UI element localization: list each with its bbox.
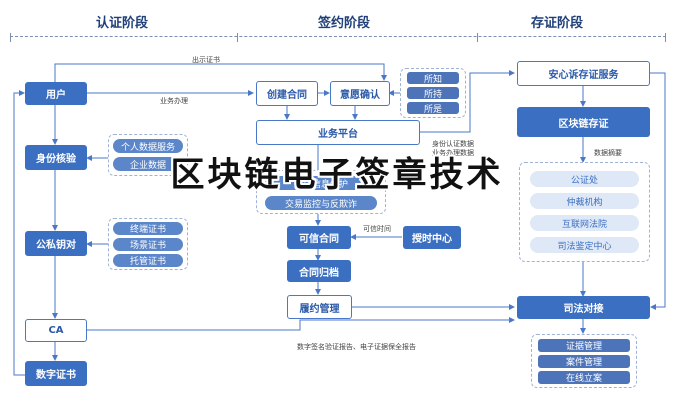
judicial-item: 在线立案 — [538, 371, 630, 384]
user-node: 用户 — [25, 82, 87, 105]
cert-items-group: 终端证书 场景证书 托管证书 — [108, 218, 188, 270]
edge-label-data-digest: 数据摘要 — [594, 149, 622, 157]
blockchain-nodes-group: 公证处 仲裁机构 互联网法院 司法鉴定中心 — [519, 162, 650, 262]
stage-tick — [237, 33, 238, 42]
intent-items-group: 所知 所持 所是 — [400, 68, 466, 118]
blockchain-node-item: 司法鉴定中心 — [530, 237, 639, 253]
archive-node: 合同归档 — [287, 260, 351, 282]
identity-verification-node: 身份核验 — [25, 145, 87, 170]
intent-confirm-node: 意愿确认 — [330, 81, 390, 106]
judicial-items-group: 证据管理 案件管理 在线立案 — [531, 334, 637, 388]
stage-store-title: 存证阶段 — [531, 16, 584, 31]
edge-label-business-handle: 业务办理 — [160, 97, 188, 105]
intent-item: 所是 — [407, 102, 459, 115]
judicial-item: 案件管理 — [538, 355, 630, 368]
edge-label-show-cert: 出示证书 — [192, 56, 220, 64]
blockchain-node-item: 互联网法院 — [530, 215, 639, 231]
judicial-item: 证据管理 — [538, 339, 630, 352]
stage-tick — [477, 33, 478, 42]
intent-item: 所持 — [407, 87, 459, 100]
overlay-banner-title: 区块链电子签章技术 — [170, 155, 504, 195]
edge-label-identity-data: 身份认证数据 — [432, 140, 474, 148]
blockchain-node-item: 公证处 — [530, 171, 639, 187]
identity-item: 个人数据服务 — [113, 139, 183, 153]
performance-node: 履约管理 — [287, 295, 352, 319]
identity-items-group: 个人数据服务 企业数据 — [108, 134, 188, 176]
timestamp-center-node: 授时中心 — [403, 226, 461, 249]
edge-label-report: 数字签名验证报告、电子证据保全报告 — [297, 343, 416, 351]
digital-cert-node: 数字证书 — [25, 361, 87, 386]
identity-item: 企业数据 — [113, 157, 183, 171]
trusted-contract-node: 可信合同 — [287, 226, 351, 249]
platform-item: 交易监控与反欺诈 — [265, 196, 377, 210]
stage-sign-title: 签约阶段 — [318, 16, 371, 31]
cert-item: 场景证书 — [113, 238, 183, 251]
edge-label-business-data: 业务办理数据 — [432, 149, 474, 157]
business-platform-node: 业务平台 — [256, 120, 420, 145]
stage-tick — [665, 33, 666, 42]
create-contract-node: 创建合同 — [256, 81, 318, 106]
keypair-node: 公私钥对 — [25, 231, 87, 256]
platform-item: 用户信息保护 — [265, 176, 377, 190]
cert-item: 托管证书 — [113, 254, 183, 267]
stage-divider — [10, 36, 666, 37]
cert-item: 终端证书 — [113, 222, 183, 235]
stage-tick — [10, 33, 11, 42]
ca-node: CA — [25, 319, 87, 342]
axin-service-node: 安心诉存证服务 — [517, 61, 650, 86]
judicial-node: 司法对接 — [517, 296, 650, 319]
blockchain-node-item: 仲裁机构 — [530, 193, 639, 209]
stage-auth-title: 认证阶段 — [96, 16, 149, 31]
intent-item: 所知 — [407, 72, 459, 85]
blockchain-storage-node: 区块链存证 — [517, 107, 650, 137]
platform-items-group: 用户信息保护 交易监控与反欺诈 — [256, 170, 386, 214]
edge-label-trusted-time: 可信时间 — [363, 225, 391, 233]
